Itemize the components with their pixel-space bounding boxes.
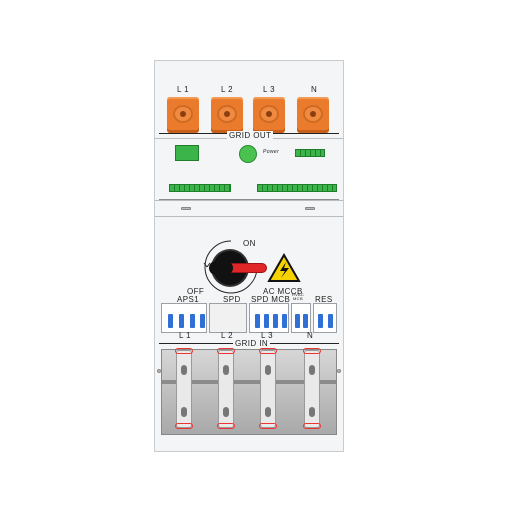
- enclosure-screw-right: [337, 369, 341, 373]
- busbar-n-hole-1: [309, 365, 315, 375]
- breaker-label-res: RES: [315, 295, 333, 304]
- comm-terminal-top[interactable]: [295, 149, 325, 157]
- breaker-spd-mcb-toggle-2[interactable]: [264, 314, 269, 328]
- busbar-n-top-ring: [303, 348, 321, 354]
- breaker-aps1-toggle-1[interactable]: [168, 314, 173, 328]
- io-terminal-right[interactable]: [257, 184, 337, 192]
- power-indicator-button[interactable]: [239, 145, 257, 163]
- busbar-l3-hole-2: [265, 407, 271, 417]
- breaker-aps1-toggle-2[interactable]: [179, 314, 184, 328]
- busbar-n-hole-2: [309, 407, 315, 417]
- mid-strip: [155, 201, 343, 217]
- breaker-res-toggle-1[interactable]: [318, 314, 323, 328]
- breaker-spd-mcb-toggle-4[interactable]: [282, 314, 287, 328]
- grid-out-connector-l2[interactable]: [211, 97, 243, 133]
- breaker-label-spd-mcb: SPD MCB: [251, 295, 291, 304]
- grid-out-connector-n[interactable]: [297, 97, 329, 133]
- grid-out-label-n: N: [311, 85, 318, 94]
- busbar-l1-top-ring: [175, 348, 193, 354]
- breaker-spd-mcb-toggle-1[interactable]: [255, 314, 260, 328]
- busbar-l2-hole-1: [223, 365, 229, 375]
- busbar-l1-hole-1: [181, 365, 187, 375]
- grid-in-label-n: N: [307, 331, 314, 340]
- breaker-spd[interactable]: [209, 303, 247, 333]
- breaker-aps1-toggle-3[interactable]: [190, 314, 195, 328]
- high-voltage-warning-icon: [267, 253, 301, 282]
- busbar-l2[interactable]: [217, 348, 235, 429]
- breaker-spd-mcb-toggle-3[interactable]: [273, 314, 278, 328]
- grid-out-label-l1: L 1: [177, 85, 190, 94]
- grid-out-label-l2: L 2: [221, 85, 234, 94]
- busbar-l2-hole-2: [223, 407, 229, 417]
- mccb-handle-base: [209, 261, 233, 275]
- busbar-l3-bottom-ring: [259, 423, 277, 429]
- busbar-l3-top-ring: [259, 348, 277, 354]
- breaker-spd-mcb[interactable]: [249, 303, 289, 333]
- io-terminal-left[interactable]: [169, 184, 231, 192]
- enclosure-top-shelf: [162, 380, 336, 384]
- busbar-l1[interactable]: [175, 348, 193, 429]
- grid-out-connector-l3[interactable]: [253, 97, 285, 133]
- mccb-name-label: AC MCCB: [263, 287, 303, 296]
- breaker-hvac-toggle-1[interactable]: [295, 314, 300, 328]
- strip-screw-left: [181, 207, 191, 210]
- breaker-aps1[interactable]: [161, 303, 207, 333]
- breaker-label-aps1: APS1: [177, 295, 200, 304]
- breaker-hvac-toggle-2[interactable]: [303, 314, 308, 328]
- busbar-l2-top-ring: [217, 348, 235, 354]
- grid-in-title: GRID IN: [233, 339, 271, 348]
- enclosure-screw-left: [157, 369, 161, 373]
- busbar-l3-hole-1: [265, 365, 271, 375]
- switch-on-label: ON: [243, 239, 256, 248]
- mccb-section: ON OFF AC MCCB: [155, 217, 343, 347]
- busbar-n-bottom-ring: [303, 423, 321, 429]
- grid-in-label-l2: L 2: [221, 331, 234, 340]
- breaker-label-hvac-mcb: HVAC MCB: [291, 292, 305, 301]
- control-divider: [159, 199, 339, 200]
- busbar-l2-bottom-ring: [217, 423, 235, 429]
- breaker-label-spd: SPD: [223, 295, 241, 304]
- grid-out-title: GRID OUT: [227, 131, 274, 140]
- breaker-aps1-toggle-4[interactable]: [200, 314, 205, 328]
- busbar-n[interactable]: [303, 348, 321, 429]
- busbar-l3[interactable]: [259, 348, 277, 429]
- busbar-l1-hole-2: [181, 407, 187, 417]
- green-terminal-block[interactable]: [175, 145, 199, 161]
- busbar-l1-bottom-ring: [175, 423, 193, 429]
- breaker-hvac-mcb[interactable]: [291, 303, 311, 333]
- switch-off-label: OFF: [187, 287, 205, 296]
- grid-in-label-l1: L 1: [179, 331, 192, 340]
- grid-out-section: L 1 L 2 L 3 N GRID OUT: [155, 61, 343, 140]
- power-label: Power: [263, 149, 280, 155]
- strip-screw-right: [305, 207, 315, 210]
- grid-in-label-l3: L 3: [261, 331, 274, 340]
- control-section: Power: [155, 139, 343, 201]
- grid-out-connector-l1[interactable]: [167, 97, 199, 133]
- grid-out-label-l3: L 3: [263, 85, 276, 94]
- breaker-res-toggle-2[interactable]: [328, 314, 333, 328]
- breaker-res[interactable]: [313, 303, 337, 333]
